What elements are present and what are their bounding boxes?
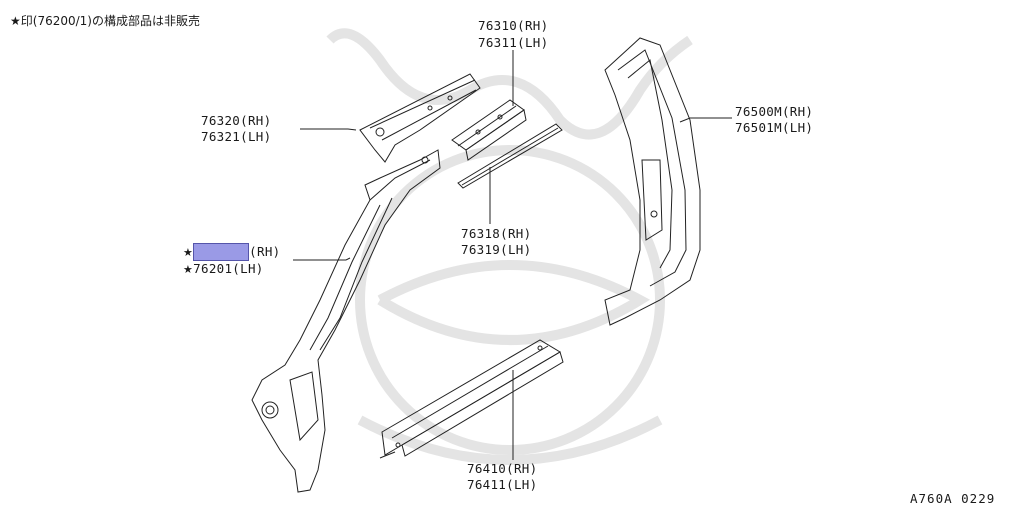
star-mark-icon: ★ (183, 263, 194, 276)
leader-76320 (300, 129, 356, 130)
non-sale-note: ★印(76200/1)の構成部品は非販売 (10, 14, 200, 28)
label-76311-lh: 76311(LH) (478, 35, 549, 50)
label-76501m-lh: 76501M(LH) (735, 120, 814, 135)
label-76201-lh: ★76201(LH) (183, 261, 264, 277)
label-76200-rh-suffix: (RH) (249, 244, 281, 259)
label-76411-lh: 76411(LH) (467, 477, 538, 492)
label-76319-lh: 76319(LH) (461, 242, 532, 257)
label-76200-rh: ★ (RH) (183, 243, 280, 261)
label-76500m-rh: 76500M(RH) (735, 104, 814, 119)
watermark-emblem (330, 33, 690, 460)
part-76410 (380, 340, 563, 458)
label-76410-rh: 76410(RH) (467, 461, 538, 476)
part-76320 (360, 74, 480, 162)
highlighted-part-number[interactable] (193, 243, 250, 261)
label-76310-rh: 76310(RH) (478, 18, 549, 33)
leader-76200 (293, 258, 350, 260)
leader-lines (293, 50, 732, 460)
part-76310 (452, 100, 526, 160)
label-76320-rh: 76320(RH) (201, 113, 272, 128)
leader-76500m (680, 118, 732, 122)
star-mark-icon: ★ (183, 246, 194, 259)
part-76500m (605, 38, 700, 325)
diagram-code: A760A 0229 (910, 491, 996, 506)
label-76318-rh: 76318(RH) (461, 226, 532, 241)
label-76321-lh: 76321(LH) (201, 129, 272, 144)
part-76200 (252, 150, 440, 492)
part-76318 (458, 124, 562, 188)
label-76201-lh-text: 76201(LH) (193, 261, 264, 276)
